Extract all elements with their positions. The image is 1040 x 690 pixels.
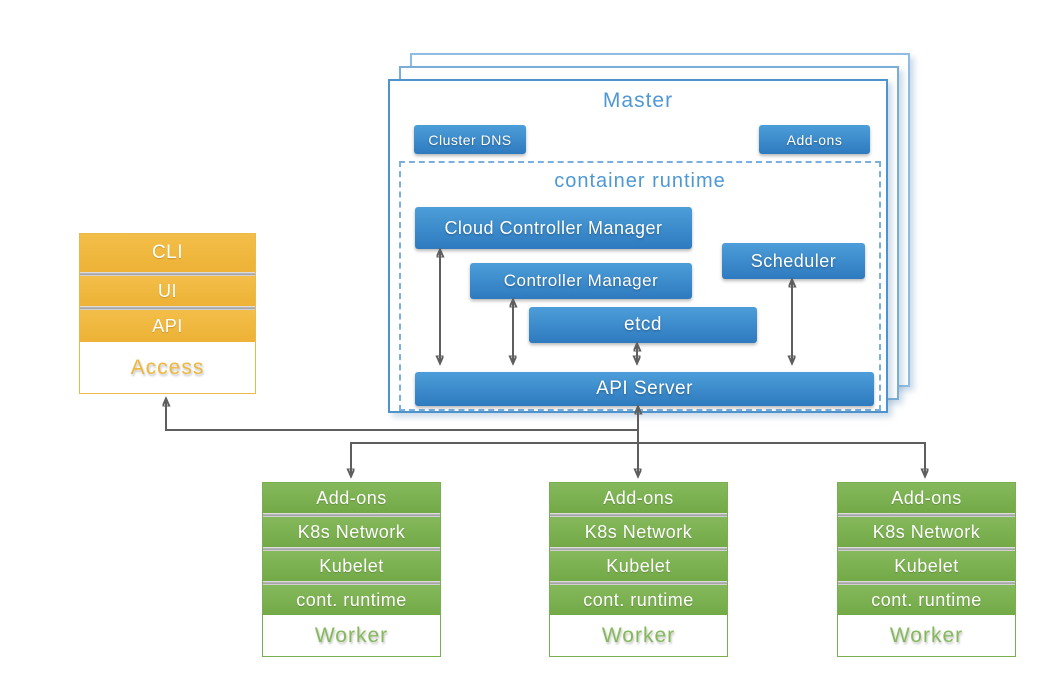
divider bbox=[838, 513, 1015, 517]
divider bbox=[80, 272, 255, 276]
worker-addons-box: Add-ons bbox=[263, 483, 440, 513]
worker-k8s-network-box: K8s Network bbox=[838, 517, 1015, 547]
divider bbox=[550, 513, 727, 517]
worker-addons-box: Add-ons bbox=[550, 483, 727, 513]
worker-label: Worker bbox=[314, 623, 389, 647]
scheduler-box: Scheduler bbox=[722, 243, 865, 279]
worker-kubelet-box: Kubelet bbox=[550, 551, 727, 581]
divider bbox=[263, 513, 440, 517]
divider bbox=[550, 547, 727, 551]
worker-stack-2: Add-ons K8s Network Kubelet cont. runtim… bbox=[549, 482, 728, 657]
worker-cont-runtime-box: cont. runtime bbox=[550, 585, 727, 615]
access-label: Access bbox=[130, 355, 205, 379]
cloud-controller-manager-box: Cloud Controller Manager bbox=[415, 207, 692, 249]
divider bbox=[263, 547, 440, 551]
worker-kubelet-box: Kubelet bbox=[263, 551, 440, 581]
cluster-dns-box: Cluster DNS bbox=[414, 125, 526, 154]
worker-label: Worker bbox=[889, 623, 964, 647]
worker-k8s-network-box: K8s Network bbox=[263, 517, 440, 547]
access-cli-box: CLI bbox=[80, 234, 255, 272]
worker-k8s-network-box: K8s Network bbox=[550, 517, 727, 547]
container-runtime-box: container runtime Cloud Controller Manag… bbox=[399, 161, 881, 411]
controller-manager-box: Controller Manager bbox=[470, 263, 692, 299]
etcd-box: etcd bbox=[529, 307, 757, 343]
worker-kubelet-box: Kubelet bbox=[838, 551, 1015, 581]
worker-addons-box: Add-ons bbox=[838, 483, 1015, 513]
worker-stack-1: Add-ons K8s Network Kubelet cont. runtim… bbox=[262, 482, 441, 657]
access-stack: CLI UI API Access bbox=[79, 233, 256, 394]
divider bbox=[80, 306, 255, 310]
divider bbox=[550, 581, 727, 585]
divider bbox=[838, 547, 1015, 551]
worker-cont-runtime-box: cont. runtime bbox=[263, 585, 440, 615]
divider bbox=[838, 581, 1015, 585]
master-addons-box: Add-ons bbox=[759, 125, 870, 154]
worker-stack-3: Add-ons K8s Network Kubelet cont. runtim… bbox=[837, 482, 1016, 657]
master-card: Master Cluster DNS Add-ons container run… bbox=[388, 79, 888, 413]
worker-cont-runtime-box: cont. runtime bbox=[838, 585, 1015, 615]
access-ui-box: UI bbox=[80, 276, 255, 306]
master-title: Master bbox=[602, 89, 674, 112]
arrow-api-server-workers-1-3 bbox=[351, 442, 925, 476]
container-runtime-title: container runtime bbox=[554, 170, 726, 192]
divider bbox=[263, 581, 440, 585]
access-api-box: API bbox=[80, 310, 255, 342]
worker-label: Worker bbox=[601, 623, 676, 647]
api-server-box: API Server bbox=[415, 372, 874, 406]
